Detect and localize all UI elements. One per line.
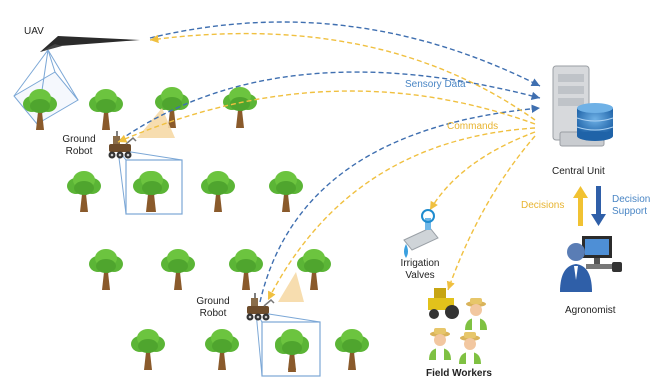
- tree-icon: [200, 170, 236, 213]
- command-arrows: [117, 32, 536, 301]
- tree-icon: [296, 248, 332, 291]
- tree-icon: [160, 248, 196, 291]
- tree-field: [22, 86, 370, 371]
- decisions-label: Decisions: [521, 200, 565, 211]
- ground-robot-1-label: Ground Robot: [62, 134, 96, 157]
- sensory-data-arrows: [119, 21, 541, 303]
- decision-support-label: Decision Support: [612, 194, 651, 217]
- commands-label: Commands: [447, 121, 499, 132]
- sensory-data-label: Sensory Data: [405, 79, 466, 90]
- tree-icon: [268, 170, 304, 213]
- field-workers-label: Field Workers: [426, 368, 492, 379]
- agronomist-label: Agronomist: [565, 305, 616, 316]
- irrigation-valve-icon: [403, 209, 439, 258]
- tree-icon: [204, 328, 240, 371]
- tree-icon: [222, 86, 258, 129]
- tree-icon: [130, 328, 166, 371]
- tree-icon: [88, 88, 124, 131]
- irrigation-valves-label: Irrigation Valves: [400, 258, 440, 281]
- uav-coverage: [13, 49, 79, 125]
- tree-icon: [66, 170, 102, 213]
- agronomist-icon: [560, 236, 622, 292]
- ground-robot-icon: [107, 130, 137, 160]
- uav-label: UAV: [24, 26, 44, 37]
- decision-support-arrow: [591, 186, 606, 226]
- tree-icon: [334, 328, 370, 371]
- decisions-arrow: [573, 186, 588, 226]
- uav-icon: [40, 36, 140, 52]
- tree-icon: [228, 248, 264, 291]
- central-unit-label: Central Unit: [552, 166, 605, 177]
- database-icon: [576, 103, 614, 141]
- tree-icon: [88, 248, 124, 291]
- ground-robot-2-label: Ground Robot: [196, 296, 230, 319]
- field-workers-icon: [428, 288, 487, 364]
